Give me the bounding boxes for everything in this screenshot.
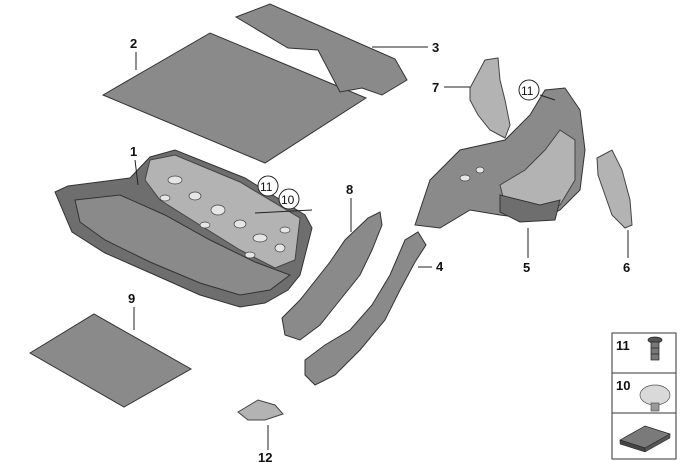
part-9-mat	[29, 313, 193, 408]
callout-2: 2	[130, 36, 137, 51]
sheet-material-icon	[619, 425, 671, 453]
callout-5: 5	[523, 260, 530, 275]
callout-11-circled: 11	[257, 175, 279, 197]
legend: 11 10	[611, 332, 677, 460]
part-8-side-panel	[281, 211, 383, 341]
legend-item-sheet	[611, 412, 677, 460]
svg-text:11: 11	[521, 84, 534, 98]
part-6-side-block	[596, 149, 633, 229]
leader-11b	[539, 94, 556, 101]
callout-12: 12	[258, 450, 272, 462]
part-12-pad	[237, 399, 284, 421]
part-3-notched-mat	[234, 3, 408, 96]
callout-1: 1	[130, 144, 137, 159]
legend-label-10: 10	[616, 378, 630, 393]
callout-7: 7	[432, 80, 439, 95]
svg-text:11: 11	[260, 180, 273, 194]
leader-1	[134, 159, 139, 186]
callout-6: 6	[623, 260, 630, 275]
callout-4: 4	[436, 259, 444, 274]
callout-11-circled-rear: 11	[518, 79, 540, 101]
clip-icon	[647, 336, 663, 361]
part-1-floor-insulation	[54, 149, 313, 308]
callout-8: 8	[346, 182, 353, 197]
callout-9: 9	[128, 291, 135, 306]
legend-item-clip: 11	[611, 332, 677, 374]
plug-icon	[639, 384, 671, 412]
part-7-bracket	[469, 57, 511, 139]
legend-label-11: 11	[616, 338, 630, 353]
callout-10-circled: 10	[278, 188, 300, 210]
legend-item-plug: 10	[611, 372, 677, 414]
direction-arrow	[254, 209, 313, 214]
callout-3: 3	[432, 40, 439, 55]
svg-text:10: 10	[281, 193, 295, 207]
part-2-floor-mat	[101, 32, 368, 164]
part-4-pillar-trim	[304, 231, 427, 386]
part-5-rear-insulation	[414, 87, 586, 229]
